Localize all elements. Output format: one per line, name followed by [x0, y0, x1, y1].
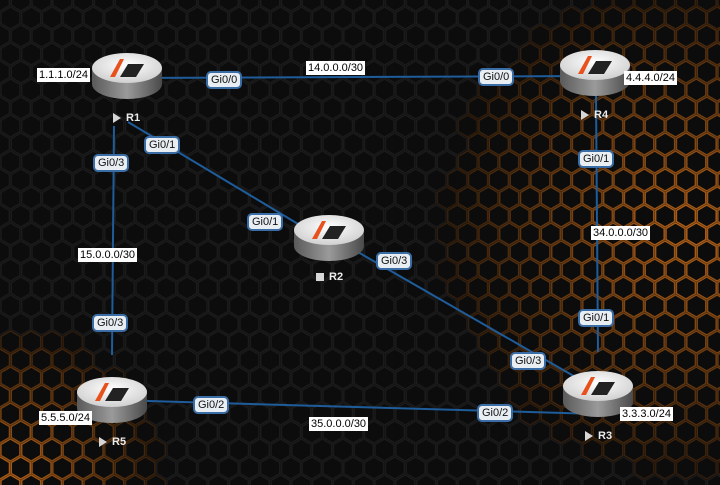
router-icon [92, 53, 162, 99]
r3-network-label: 3.3.3.0/24 [620, 407, 673, 421]
router-icon [560, 50, 630, 96]
r2-gi0-3-interface[interactable]: Gi0/3 [376, 252, 413, 270]
r4-gi0-0-interface[interactable]: Gi0/0 [478, 68, 515, 86]
r1-gi0-3-interface[interactable]: Gi0/3 [93, 154, 130, 172]
r2-gi0-1-interface[interactable]: Gi0/1 [247, 213, 284, 231]
r4-gi0-1-interface[interactable]: Gi0/1 [578, 150, 615, 168]
router-r3-name: R3 [598, 430, 613, 442]
link-r1-r4[interactable] [127, 75, 597, 79]
r5-network-label: 5.5.5.0/24 [39, 411, 92, 425]
link-r4-r3-subnet: 34.0.0.0/30 [591, 226, 651, 240]
link-r1-r4-subnet: 14.0.0.0/30 [306, 61, 366, 75]
r5-gi0-2-interface[interactable]: Gi0/2 [193, 396, 230, 414]
router-r1-label[interactable]: R1 [113, 112, 140, 124]
router-r1[interactable] [90, 48, 164, 104]
router-r3-label[interactable]: R3 [585, 430, 612, 442]
router-r3[interactable] [561, 366, 635, 422]
router-r5-label[interactable]: R5 [99, 436, 126, 448]
r3-gi0-1-interface[interactable]: Gi0/1 [578, 309, 615, 327]
r3-gi0-2-interface[interactable]: Gi0/2 [477, 404, 514, 422]
play-icon [585, 431, 593, 441]
play-icon [581, 110, 589, 120]
router-r4[interactable] [558, 45, 632, 101]
r1-gi0-0-interface[interactable]: Gi0/0 [206, 71, 243, 89]
router-r5-name: R5 [112, 436, 127, 448]
router-icon [563, 371, 633, 417]
stop-icon [316, 273, 324, 281]
r1-network-label: 1.1.1.0/24 [37, 68, 90, 82]
router-r5[interactable] [75, 372, 149, 428]
link-r5-r3[interactable] [111, 399, 599, 415]
router-r2[interactable] [292, 210, 366, 266]
play-icon [99, 437, 107, 447]
router-icon [77, 377, 147, 423]
r4-network-label: 4.4.4.0/24 [624, 71, 677, 85]
router-icon [294, 215, 364, 261]
router-r2-name: R2 [329, 271, 344, 283]
play-icon [113, 113, 121, 123]
link-r2-r3[interactable] [329, 235, 599, 391]
router-r1-name: R1 [126, 112, 141, 124]
router-r4-name: R4 [594, 109, 609, 121]
link-r1-r5-subnet: 15.0.0.0/30 [78, 248, 138, 262]
r5-gi0-3-interface[interactable]: Gi0/3 [92, 314, 129, 332]
r1-gi0-1-interface[interactable]: Gi0/1 [144, 136, 181, 154]
router-r2-label[interactable]: R2 [316, 271, 343, 283]
router-r4-label[interactable]: R4 [581, 109, 608, 121]
link-r5-r3-subnet: 35.0.0.0/30 [309, 417, 369, 431]
r3-gi0-3-interface[interactable]: Gi0/3 [510, 352, 547, 370]
